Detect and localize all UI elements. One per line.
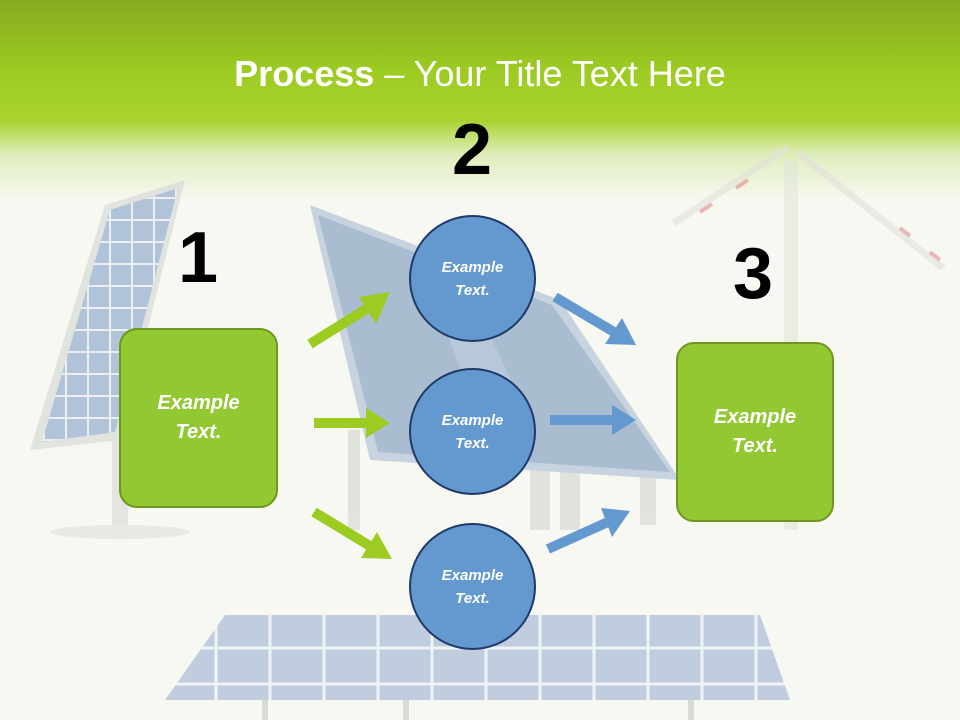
title-rest: – Your Title Text Here — [374, 53, 726, 94]
step-2-circle-1-label: Example Text. — [441, 258, 504, 299]
step-2-circle-3: Example Text. — [409, 523, 536, 650]
green-arrow-down — [311, 507, 392, 559]
title-bold: Process — [234, 53, 375, 94]
blue-arrows — [545, 292, 636, 554]
green-arrows — [307, 292, 392, 559]
step-2-circle-2-label: Example Text. — [441, 411, 504, 452]
green-arrow-right — [314, 408, 390, 438]
step-1-box: Example Text. — [119, 328, 278, 508]
blue-arrow-up — [545, 508, 630, 554]
step-3-number: 3 — [732, 234, 774, 314]
slide-title: Process – Your Title Text Here — [0, 52, 960, 96]
step-3-box: Example Text. — [676, 342, 834, 522]
bottom-solar-array — [165, 615, 790, 720]
step-1-label: Example Text. — [157, 392, 240, 443]
blue-arrow-right — [550, 405, 636, 435]
step-2-circle-2: Example Text. — [409, 368, 536, 495]
step-2-number: 2 — [451, 110, 493, 190]
blue-arrow-down — [552, 292, 636, 345]
step-2-circle-3-label: Example Text. — [441, 566, 504, 607]
step-3-label: Example Text. — [713, 406, 797, 457]
step-1-number: 1 — [177, 218, 219, 298]
header-band — [0, 0, 960, 200]
step-2-circle-1: Example Text. — [409, 215, 536, 342]
green-arrow-up — [307, 292, 390, 349]
